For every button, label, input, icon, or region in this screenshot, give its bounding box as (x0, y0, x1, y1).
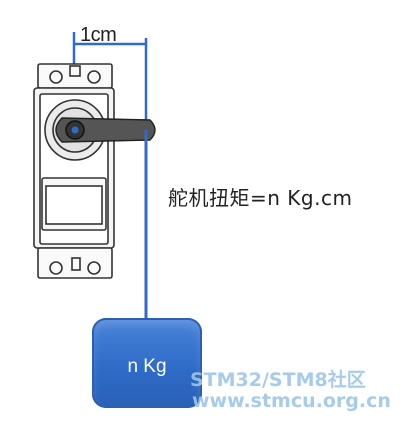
dimension-label: 1cm (80, 24, 117, 46)
shaft-pivot (71, 126, 79, 134)
watermark-title: STM32/STM8社区 (190, 369, 366, 391)
watermark-url: www.stmcu.org.cn (192, 390, 391, 412)
weight-label: n Kg (127, 356, 167, 377)
servo-body (33, 63, 115, 279)
weight-block: n Kg (92, 318, 202, 408)
torque-formula: 舵机扭矩=n Kg.cm (168, 186, 353, 210)
